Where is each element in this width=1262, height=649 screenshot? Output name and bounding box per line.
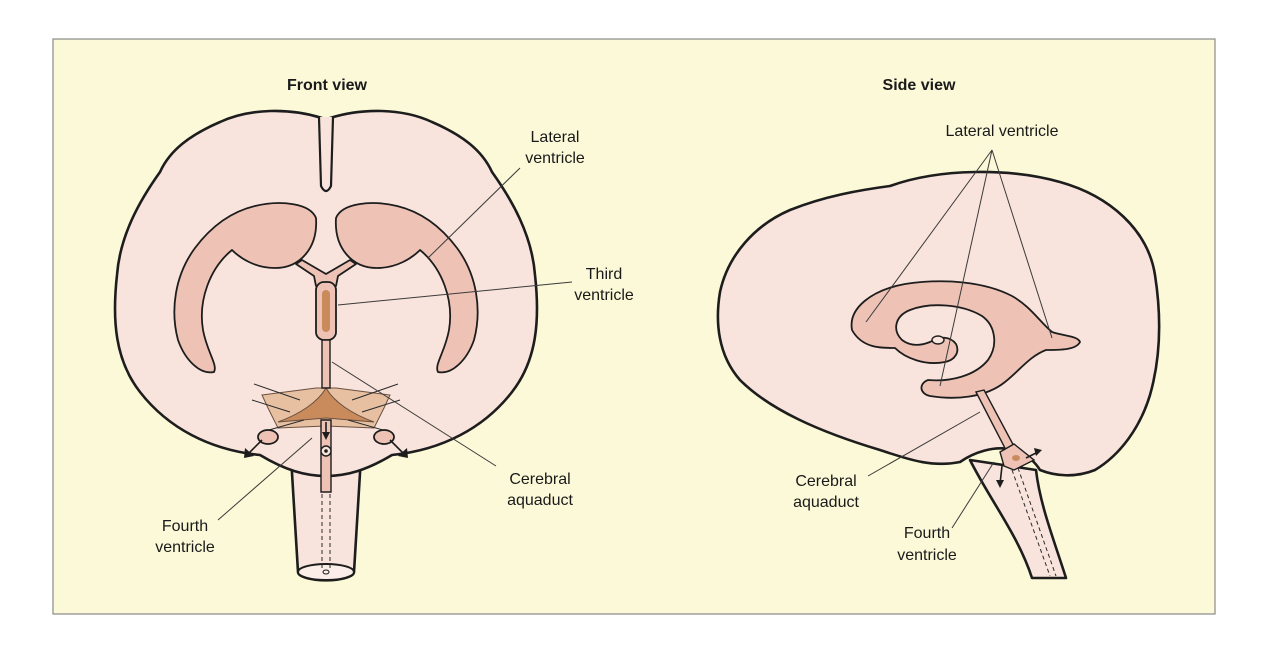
front-flow-arrows [244, 422, 408, 458]
front-label-cerebral-aquaduct-1: Cerebral [509, 471, 570, 488]
front-label-fourth-ventricle-2: ventricle [155, 539, 215, 556]
front-third-ventricle-inner [322, 290, 330, 332]
front-fourth-ventricle [277, 386, 375, 423]
side-label-fourth-ventricle-2: ventricle [897, 547, 957, 564]
side-label-fourth-ventricle-1: Fourth [904, 525, 950, 542]
front-recess-right [373, 429, 395, 445]
side-brainstem [968, 458, 1068, 580]
front-lateral-ventricle-left [173, 202, 317, 374]
front-view-title: Front view [287, 77, 368, 94]
side-view: Side view Lateral ventricle Cerebral aqu… [716, 77, 1161, 580]
side-leader-lines [865, 149, 1053, 529]
front-central-canal-dashes [321, 494, 331, 568]
side-central-canal-dashes [1011, 467, 1057, 577]
front-canal-opening [322, 569, 330, 575]
front-interventricular-foramen [295, 259, 357, 287]
front-label-cerebral-aquaduct-2: aquaduct [507, 492, 573, 509]
front-label-third-ventricle-2: ventricle [574, 287, 634, 304]
side-third-ventricle [931, 335, 945, 345]
side-flow-arrows [996, 448, 1042, 488]
front-fissure [317, 116, 335, 193]
front-lateral-ventricle-right [335, 202, 479, 374]
side-label-lateral-ventricle: Lateral ventricle [946, 123, 1059, 140]
front-leader-lines [217, 167, 573, 521]
front-label-fourth-ventricle-1: Fourth [162, 518, 208, 535]
front-cerebral-aqueduct [321, 339, 331, 389]
side-label-cerebral-aquaduct-1: Cerebral [795, 473, 856, 490]
side-fourth-ventricle-core [1012, 455, 1020, 461]
front-view: Front view Lateral ventricle Third ventr… [113, 77, 634, 582]
front-brainstem-end [297, 563, 355, 581]
side-label-cerebral-aquaduct-2: aquaduct [793, 494, 859, 511]
front-label-lateral-ventricle-2: ventricle [525, 150, 585, 167]
side-lateral-ventricle [850, 280, 1081, 399]
side-view-title: Side view [883, 77, 956, 94]
front-label-lateral-ventricle-1: Lateral [531, 129, 580, 146]
front-label-third-ventricle-1: Third [586, 266, 622, 283]
front-recess-left [257, 429, 279, 445]
